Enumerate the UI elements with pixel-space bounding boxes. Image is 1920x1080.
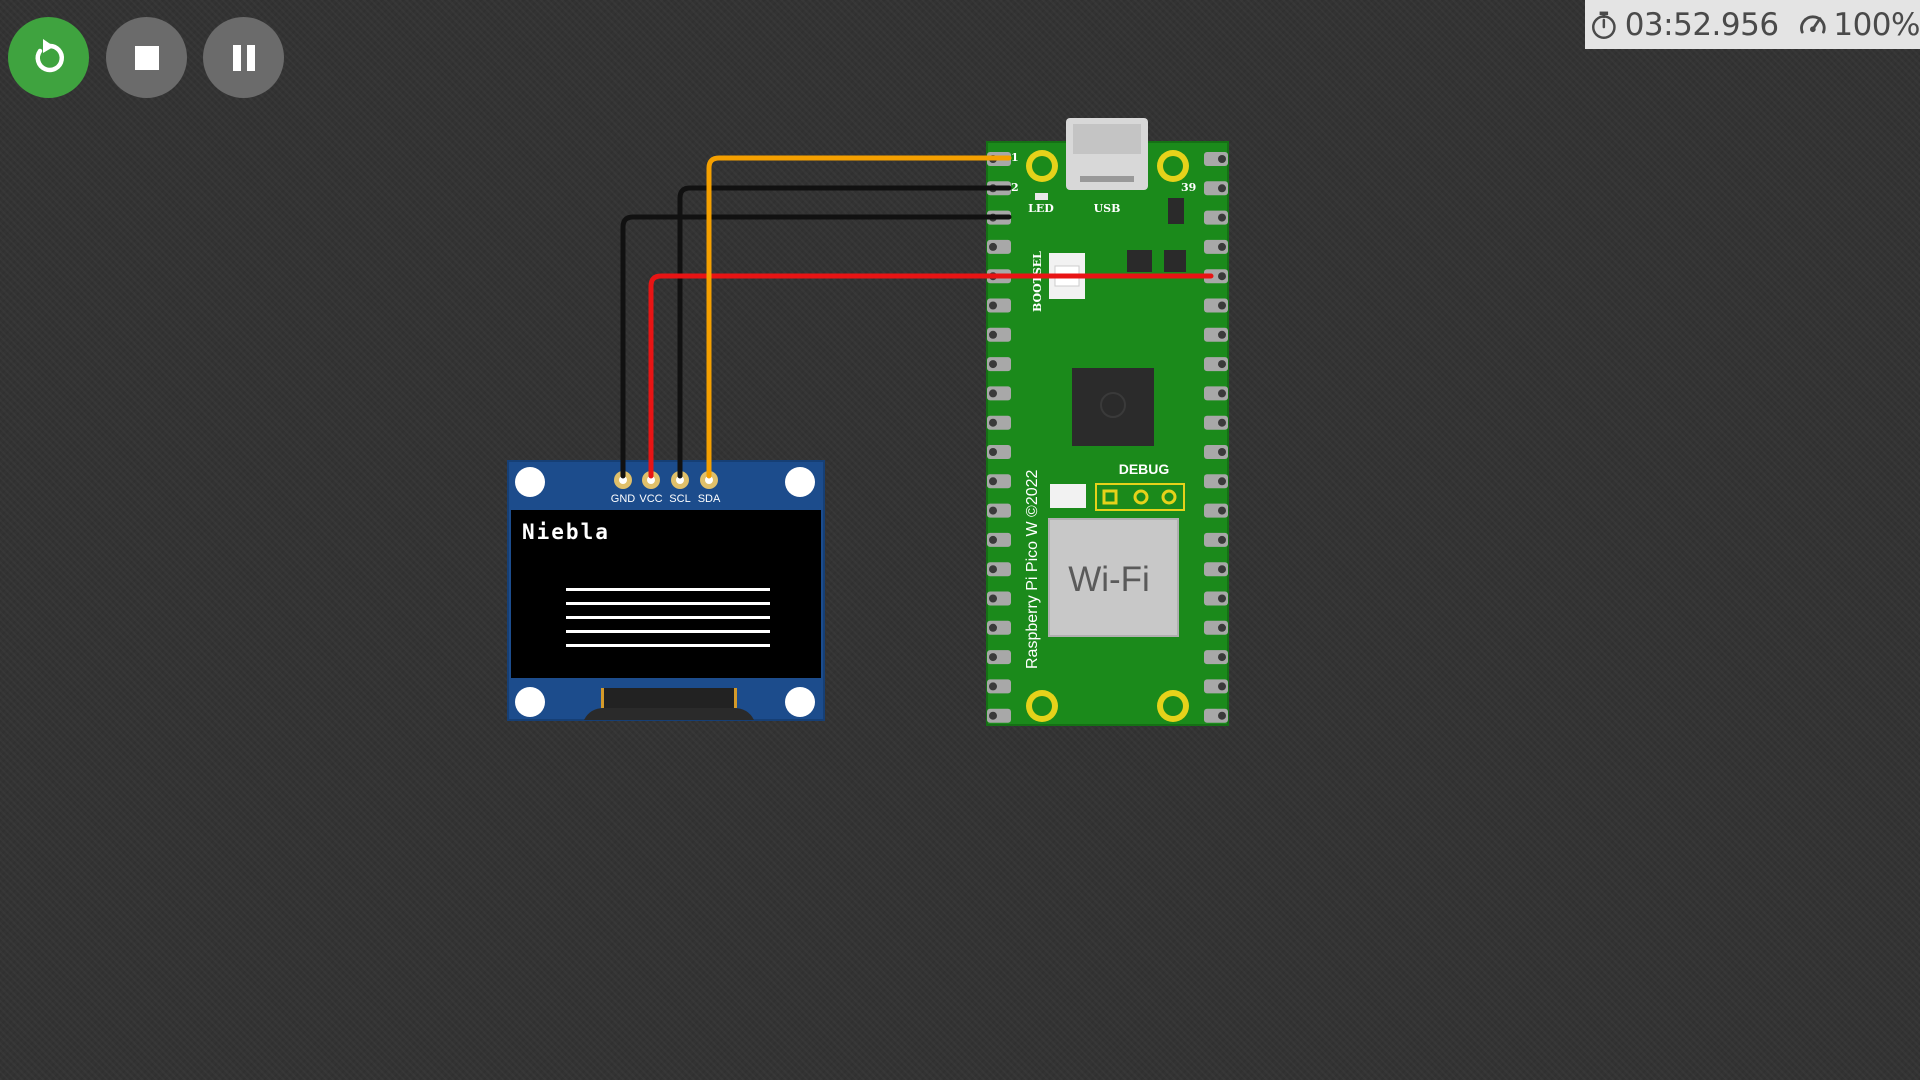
pico-pin-hole bbox=[1218, 301, 1226, 310]
oled-pin-label-gnd: GND bbox=[611, 493, 636, 505]
pico-pin-hole bbox=[1218, 184, 1226, 193]
pico-pin-hole bbox=[989, 535, 997, 544]
pico-pin-hole bbox=[989, 682, 997, 691]
pin-1-label: 1 bbox=[1011, 151, 1019, 164]
led-label: LED bbox=[1028, 202, 1054, 215]
onboard-led bbox=[1035, 193, 1048, 200]
oled-header-pins bbox=[614, 471, 718, 489]
pico-pin-hole bbox=[1218, 653, 1226, 662]
pico-pin-hole bbox=[989, 389, 997, 398]
pico-pin-hole bbox=[1218, 330, 1226, 339]
pico-pin-hole bbox=[1218, 448, 1226, 456]
smd-component bbox=[1050, 484, 1086, 508]
restart-icon bbox=[35, 38, 64, 72]
pico-pin-hole bbox=[1218, 711, 1226, 720]
bootsel-label: BOOTSEL bbox=[1031, 251, 1044, 312]
pico-pin-hole bbox=[1218, 594, 1226, 603]
pico-model-text: Raspberry Pi Pico W ©2022 bbox=[1024, 469, 1041, 669]
oled-ribbon-cable bbox=[584, 688, 754, 720]
pico-pin-hole bbox=[989, 623, 997, 632]
wire-gnd[interactable] bbox=[620, 214, 1012, 479]
oled-pin-label-scl: SCL bbox=[669, 493, 690, 505]
pin-39-label: 39 bbox=[1181, 181, 1196, 194]
oled-mounting-holes bbox=[515, 467, 815, 717]
simulation-status-bar: 03:52.956 100% bbox=[1585, 0, 1920, 49]
pico-pin-hole bbox=[989, 565, 997, 574]
pico-pin-hole bbox=[1218, 535, 1226, 544]
pico-pin-hole bbox=[989, 711, 997, 720]
pico-pin-hole bbox=[989, 506, 997, 515]
smd-component bbox=[1164, 250, 1186, 272]
simulation-speed: 100% bbox=[1833, 6, 1920, 43]
wires bbox=[620, 155, 1214, 479]
smd-component bbox=[1127, 250, 1152, 272]
pico-pin-hole bbox=[989, 653, 997, 662]
pico-pin-pads bbox=[987, 152, 1228, 723]
wifi-label: Wi-Fi bbox=[1068, 560, 1150, 599]
pico-pin-hole bbox=[1218, 565, 1226, 574]
oled-screen bbox=[511, 510, 821, 678]
stopwatch-icon bbox=[1592, 11, 1616, 39]
pico-pin-hole bbox=[1218, 272, 1226, 281]
pin-2-label: 2 bbox=[1011, 181, 1019, 194]
oled-pin-label-vcc: VCC bbox=[639, 493, 662, 505]
elapsed-time: 03:52.956 bbox=[1624, 6, 1779, 43]
pico-pin-hole bbox=[989, 242, 997, 251]
pico-mounting-holes bbox=[1026, 150, 1189, 722]
speedometer-icon bbox=[1799, 14, 1826, 33]
raspberry-pi-pico-w[interactable]: LED USB 1 2 39 BOOTSEL DEBUG bbox=[986, 118, 1229, 726]
pico-pin-hole bbox=[1218, 477, 1226, 486]
wifi-module bbox=[1048, 518, 1179, 637]
pico-pin-hole bbox=[989, 330, 997, 339]
fog-icon bbox=[566, 588, 770, 647]
pico-pin-hole bbox=[1218, 506, 1226, 515]
pico-pin-hole bbox=[989, 301, 997, 310]
usb-connector bbox=[1066, 118, 1148, 190]
rp2040-chip bbox=[1072, 368, 1154, 446]
pico-pin-hole bbox=[1218, 418, 1226, 427]
wire-scl[interactable] bbox=[677, 185, 1012, 479]
pico-pin-hole bbox=[1218, 360, 1226, 369]
wire-sda[interactable] bbox=[706, 155, 1012, 479]
pico-pin-hole bbox=[1218, 389, 1226, 398]
debug-label: DEBUG bbox=[1119, 461, 1170, 477]
pico-pin-hole bbox=[1218, 623, 1226, 632]
pico-pin-hole bbox=[1218, 682, 1226, 691]
restart-simulation-button[interactable] bbox=[8, 17, 89, 98]
wire-vcc[interactable] bbox=[648, 273, 1214, 479]
stop-icon bbox=[134, 45, 159, 70]
pico-pin-hole bbox=[1218, 213, 1226, 222]
pause-simulation-button[interactable] bbox=[203, 17, 284, 98]
smd-component bbox=[1168, 198, 1184, 224]
pico-pin-hole bbox=[1218, 242, 1226, 251]
oled-screen-text: Niebla bbox=[522, 520, 610, 544]
oled-pin-label-sda: SDA bbox=[698, 493, 721, 505]
oled-display-module[interactable]: GND VCC SCL SDA Niebla bbox=[507, 460, 825, 721]
pico-pin-hole bbox=[989, 418, 997, 427]
stop-simulation-button[interactable] bbox=[106, 17, 187, 98]
pico-pin-hole bbox=[1218, 155, 1226, 163]
pico-pin-hole bbox=[989, 360, 997, 369]
pico-pin-hole bbox=[989, 477, 997, 486]
pause-icon bbox=[232, 44, 255, 71]
usb-label: USB bbox=[1094, 202, 1121, 215]
debug-header bbox=[1095, 483, 1185, 511]
pico-pin-hole bbox=[989, 448, 997, 456]
pico-pin-hole bbox=[989, 594, 997, 603]
